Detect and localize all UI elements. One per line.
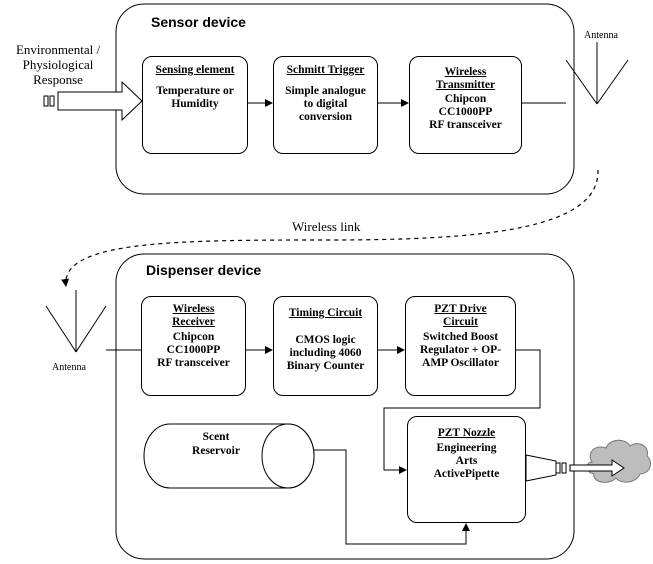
dispenser-panel-title: Dispenser device xyxy=(146,262,262,278)
timing-body-line-1: CMOS logic xyxy=(295,334,356,346)
pzt-drive-title-line-2: Circuit xyxy=(443,316,478,328)
reservoir-line-1: Scent xyxy=(202,431,230,443)
pzt-nozzle-title: PZT Nozzle xyxy=(437,427,496,439)
scent-reservoir-label: Scent Reservoir xyxy=(186,430,246,458)
pzt-drive-title-line-1: PZT Drive xyxy=(434,303,487,315)
pzt-nozzle-box: PZT Nozzle Engineering Arts ActivePipett… xyxy=(407,416,526,523)
env-line-2: Physiological xyxy=(22,57,94,72)
timing-body-line-2: including 4060 xyxy=(289,347,362,359)
pzt-drive-body-line-3: AMP Oscillator xyxy=(422,357,499,369)
transmitter-body-line-1: Chipcon xyxy=(444,93,487,105)
pzt-nozzle-body: Engineering Arts ActivePipette xyxy=(408,442,525,481)
pzt-drive-body-line-1: Switched Boost xyxy=(422,331,499,343)
sensing-element-title: Sensing element xyxy=(155,64,235,76)
env-line-3: Response xyxy=(33,72,83,87)
antenna-top-label: Antenna xyxy=(584,30,618,41)
timing-circuit-title: Timing Circuit xyxy=(288,307,363,319)
wireless-transmitter-box: Wireless Transmitter Chipcon CC1000PP RF… xyxy=(409,56,522,154)
transmitter-title-line-1: Wireless xyxy=(444,66,487,78)
timing-circuit-body: CMOS logic including 4060 Binary Counter xyxy=(274,334,377,373)
pzt-nozzle-body-line-1: Engineering xyxy=(436,442,497,454)
antenna-top-icon xyxy=(565,42,629,105)
env-response-label: Environmental / Physiological Response xyxy=(0,42,116,87)
env-line-1: Environmental / xyxy=(15,42,101,57)
pzt-nozzle-body-line-2: Arts xyxy=(455,455,478,467)
receiver-body-line-1: Chipcon xyxy=(172,331,215,343)
wireless-receiver-box: Wireless Receiver Chipcon CC1000PP RF tr… xyxy=(141,296,246,396)
transmitter-body: Chipcon CC1000PP RF transceiver xyxy=(410,93,521,132)
transmitter-body-line-3: RF transceiver xyxy=(429,119,502,131)
pzt-drive-title: PZT Drive Circuit xyxy=(406,303,515,329)
receiver-title: Wireless Receiver xyxy=(142,303,245,329)
schmitt-trigger-body: Simple analogue to digital conversion xyxy=(285,85,366,123)
scent-cloud-icon xyxy=(586,439,651,483)
receiver-title-line-2: Receiver xyxy=(172,316,215,328)
pzt-nozzle-body-line-3: ActivePipette xyxy=(433,468,500,480)
sensor-panel-title: Sensor device xyxy=(151,14,246,30)
receiver-title-line-1: Wireless xyxy=(172,303,215,315)
transmitter-title: Wireless Transmitter xyxy=(410,66,521,92)
pzt-drive-body-line-2: Regulator + OP- xyxy=(419,344,502,356)
env-input-arrow xyxy=(43,80,143,122)
transmitter-body-line-2: CC1000PP xyxy=(438,106,493,118)
pzt-drive-body: Switched Boost Regulator + OP- AMP Oscil… xyxy=(406,331,515,370)
transmitter-title-line-2: Transmitter xyxy=(435,79,496,91)
receiver-body-line-3: RF transceiver xyxy=(157,357,230,369)
reservoir-line-2: Reservoir xyxy=(192,445,240,457)
sensing-element-box: Sensing element Temperature or Humidity xyxy=(142,56,248,154)
antenna-bottom-label: Antenna xyxy=(52,362,86,373)
nozzle-outlet xyxy=(525,454,567,482)
timing-circuit-box: Timing Circuit CMOS logic including 4060… xyxy=(273,296,378,396)
timing-body-line-3: Binary Counter xyxy=(286,360,365,372)
wireless-link-curve xyxy=(61,169,599,287)
sensing-element-body: Temperature or Humidity xyxy=(156,85,234,110)
drive-to-nozzle-arrow xyxy=(383,349,541,474)
receiver-body: Chipcon CC1000PP RF transceiver xyxy=(142,331,245,370)
reservoir-to-nozzle-arrow xyxy=(314,449,470,545)
pzt-drive-circuit-box: PZT Drive Circuit Switched Boost Regulat… xyxy=(405,296,516,396)
wireless-link-label: Wireless link xyxy=(292,219,361,234)
schmitt-trigger-title: Schmitt Trigger xyxy=(286,64,365,76)
antenna-bottom-icon xyxy=(45,290,107,353)
cloud-arrow xyxy=(569,459,625,477)
scent-reservoir-shape xyxy=(143,423,315,489)
schmitt-trigger-box: Schmitt Trigger Simple analogue to digit… xyxy=(273,56,378,154)
dispenser-panel xyxy=(115,253,575,560)
receiver-body-line-2: CC1000PP xyxy=(166,344,221,356)
